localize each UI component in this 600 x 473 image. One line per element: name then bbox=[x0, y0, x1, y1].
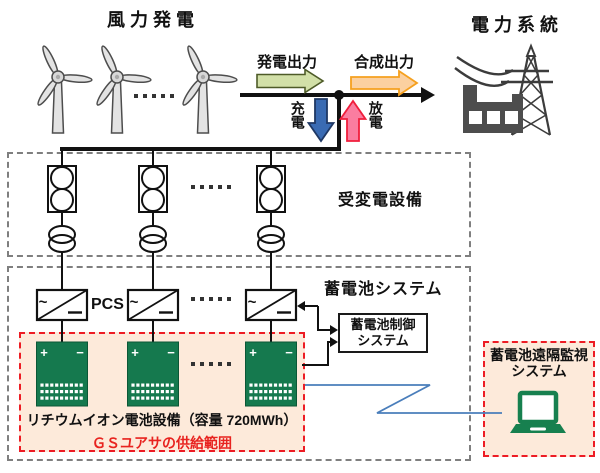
ellipsis-dots bbox=[191, 362, 231, 366]
discharge-arrow bbox=[338, 99, 368, 142]
battery-system-section-box bbox=[7, 266, 471, 461]
battery-plus-terminal: + bbox=[249, 345, 257, 360]
battery-icon bbox=[245, 341, 297, 407]
battery-control-system-box bbox=[338, 313, 428, 353]
ac-symbol: ~ bbox=[248, 294, 257, 311]
generation-output-label: 発電出力 bbox=[256, 54, 317, 71]
battery-capacity-caption: リチウムイオン電池設備（容量 720MWh） bbox=[26, 412, 298, 428]
battery-minus-terminal: − bbox=[285, 345, 293, 360]
bus-arrowhead bbox=[421, 87, 435, 103]
remote-comm-link bbox=[305, 384, 502, 414]
charge-arrow bbox=[306, 98, 336, 143]
supply-scope-label: ＧＳユアサの供給範囲 bbox=[92, 435, 232, 451]
battery-minus-terminal: − bbox=[76, 345, 84, 360]
battery-plus-terminal: + bbox=[40, 345, 48, 360]
pcs-label: PCS bbox=[91, 296, 124, 313]
wind-turbine-icon bbox=[34, 43, 238, 134]
arrowhead-to-control bbox=[330, 337, 338, 347]
transformer-icon bbox=[48, 225, 76, 244]
generation-output-arrow bbox=[256, 68, 325, 94]
power-bus-lines bbox=[60, 93, 421, 151]
ac-symbol: ~ bbox=[39, 294, 48, 311]
ac-symbol: ~ bbox=[130, 294, 139, 311]
ellipsis-dots bbox=[191, 185, 231, 189]
control-link-arrows bbox=[302, 305, 330, 366]
factory-icon bbox=[463, 85, 523, 133]
battery-control-system-label: 蓄電池制御 システム bbox=[350, 317, 416, 348]
battery-plus-terminal: + bbox=[131, 345, 139, 360]
transformer-icon bbox=[257, 225, 285, 244]
arrowhead-to-control bbox=[330, 325, 338, 335]
junction-dot bbox=[334, 90, 344, 100]
ellipsis-dots bbox=[191, 297, 231, 301]
charge-label: 充電 bbox=[289, 101, 306, 129]
equipment-column-3: ~ + − bbox=[244, 149, 298, 407]
remote-monitoring-label: 蓄電池遠隔監視 システム bbox=[490, 347, 588, 379]
ellipsis-dots bbox=[134, 94, 174, 98]
equipment-column-2: ~ + − bbox=[126, 149, 180, 407]
battery-icon bbox=[127, 341, 179, 407]
discharge-label: 放電 bbox=[367, 101, 384, 129]
substation-title: 受変電設備 bbox=[338, 192, 424, 209]
substation-section-box bbox=[7, 152, 471, 257]
combined-output-arrow bbox=[350, 69, 419, 97]
transformer-icon bbox=[139, 225, 167, 244]
combined-output-label: 合成出力 bbox=[353, 54, 414, 71]
arrowhead-to-pcs bbox=[297, 301, 305, 311]
battery-icon bbox=[36, 341, 88, 407]
battery-system-title: 蓄電池システム bbox=[324, 281, 443, 298]
battery-minus-terminal: − bbox=[167, 345, 175, 360]
equipment-column-1: ~ + − bbox=[35, 149, 89, 407]
power-grid-title: 電力系統 bbox=[471, 15, 563, 35]
laptop-icon bbox=[510, 390, 566, 433]
wind-power-title: 風力発電 bbox=[107, 10, 199, 30]
